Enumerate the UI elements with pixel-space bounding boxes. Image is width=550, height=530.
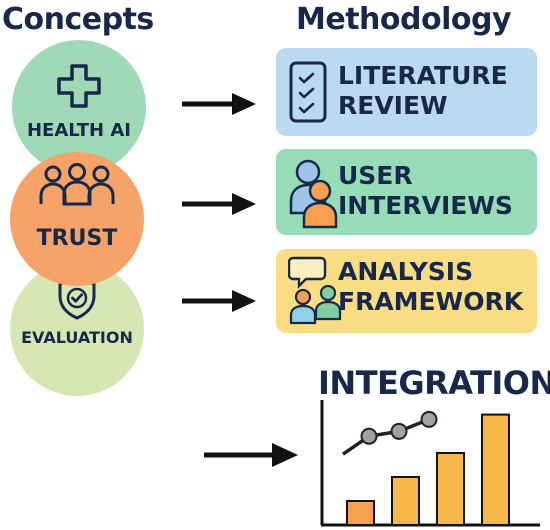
arrow-icon — [182, 193, 256, 215]
arrow-icon — [182, 93, 256, 115]
people-group-icon — [39, 163, 115, 206]
integration-heading: INTEGRATION — [318, 364, 550, 402]
concept-health-ai: HEALTH AI — [12, 40, 146, 174]
chart-bar — [391, 476, 420, 526]
concept-trust: TRUST — [10, 152, 144, 286]
arrow-icon — [204, 443, 298, 467]
users-icon — [289, 159, 338, 229]
trend-point — [390, 422, 408, 440]
concept-label: TRUST — [36, 226, 118, 251]
methodology-literature-review: LITERATURE REVIEW — [276, 48, 537, 136]
shield-check-icon — [58, 276, 96, 320]
arrow-icon — [182, 290, 256, 312]
integration-chart — [320, 400, 540, 527]
discussion-icon — [288, 256, 342, 325]
medical-cross-icon — [57, 64, 101, 108]
trend-line — [342, 417, 430, 456]
methodology-user-interviews: USER INTERVIEWS — [276, 149, 537, 235]
trend-point — [360, 427, 378, 445]
checklist-icon — [289, 61, 327, 123]
methodology-title: ANALYSIS FRAMEWORK — [338, 257, 524, 316]
concept-label: EVALUATION — [21, 328, 133, 347]
methodology-analysis-framework: ANALYSIS FRAMEWORK — [276, 249, 537, 333]
concept-label: HEALTH AI — [26, 120, 132, 141]
chart-bar — [436, 452, 465, 526]
methodology-heading: Methodology — [296, 2, 512, 37]
trend-point — [420, 410, 438, 428]
methodology-title: LITERATURE REVIEW — [338, 61, 508, 120]
concepts-heading: Concepts — [2, 2, 154, 37]
chart-bar — [346, 500, 375, 526]
methodology-title: USER INTERVIEWS — [338, 161, 513, 220]
chart-bar — [481, 413, 510, 527]
